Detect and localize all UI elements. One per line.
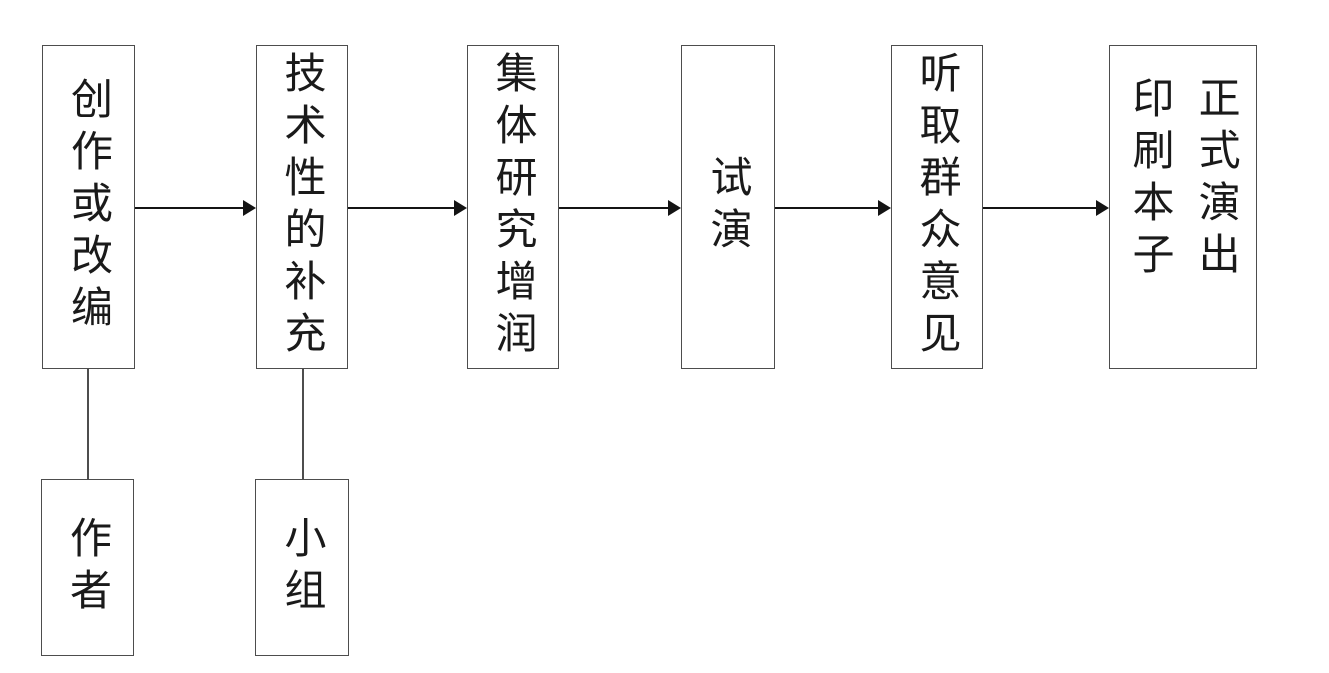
arrow-shaft [348, 207, 456, 209]
flow-box-technical-supplement: 技术性的补充 [256, 45, 348, 369]
final-output-right-column-label: 正式演出 [1192, 76, 1242, 284]
arrow-shaft [775, 207, 880, 209]
flow-box-audience-feedback-label: 听取群众意见 [913, 51, 963, 363]
arrow-technical-to-collective [348, 200, 467, 216]
flow-box-group: 小组 [255, 479, 349, 656]
flow-box-collective-research-label: 集体研究增润 [489, 51, 539, 363]
flow-box-trial-performance: 试演 [681, 45, 775, 369]
flow-box-final-output: 印刷本子 正式演出 [1109, 45, 1257, 369]
connector-creation-to-author [87, 369, 89, 479]
flow-box-collective-research: 集体研究增润 [467, 45, 559, 369]
flow-box-creation-label: 创作或改编 [64, 77, 114, 337]
arrow-head-icon [668, 200, 681, 216]
arrow-feedback-to-final [983, 200, 1109, 216]
arrow-head-icon [1096, 200, 1109, 216]
flow-box-author: 作者 [41, 479, 134, 656]
flow-box-author-label: 作者 [63, 515, 113, 620]
arrow-shaft [559, 207, 670, 209]
arrow-head-icon [243, 200, 256, 216]
flow-box-group-label: 小组 [278, 515, 328, 620]
arrow-trial-to-feedback [775, 200, 891, 216]
flow-box-creation: 创作或改编 [42, 45, 135, 369]
final-output-left-column-label: 印刷本子 [1126, 76, 1175, 284]
connector-technical-to-group [302, 369, 304, 479]
arrow-shaft [135, 207, 245, 209]
arrow-head-icon [878, 200, 891, 216]
arrow-head-icon [454, 200, 467, 216]
arrow-collective-to-trial [559, 200, 681, 216]
flow-box-audience-feedback: 听取群众意见 [891, 45, 983, 369]
flow-box-technical-supplement-label: 技术性的补充 [278, 51, 328, 363]
arrow-shaft [983, 207, 1098, 209]
arrow-creation-to-technical [135, 200, 256, 216]
flow-box-trial-performance-label: 试演 [704, 155, 754, 259]
